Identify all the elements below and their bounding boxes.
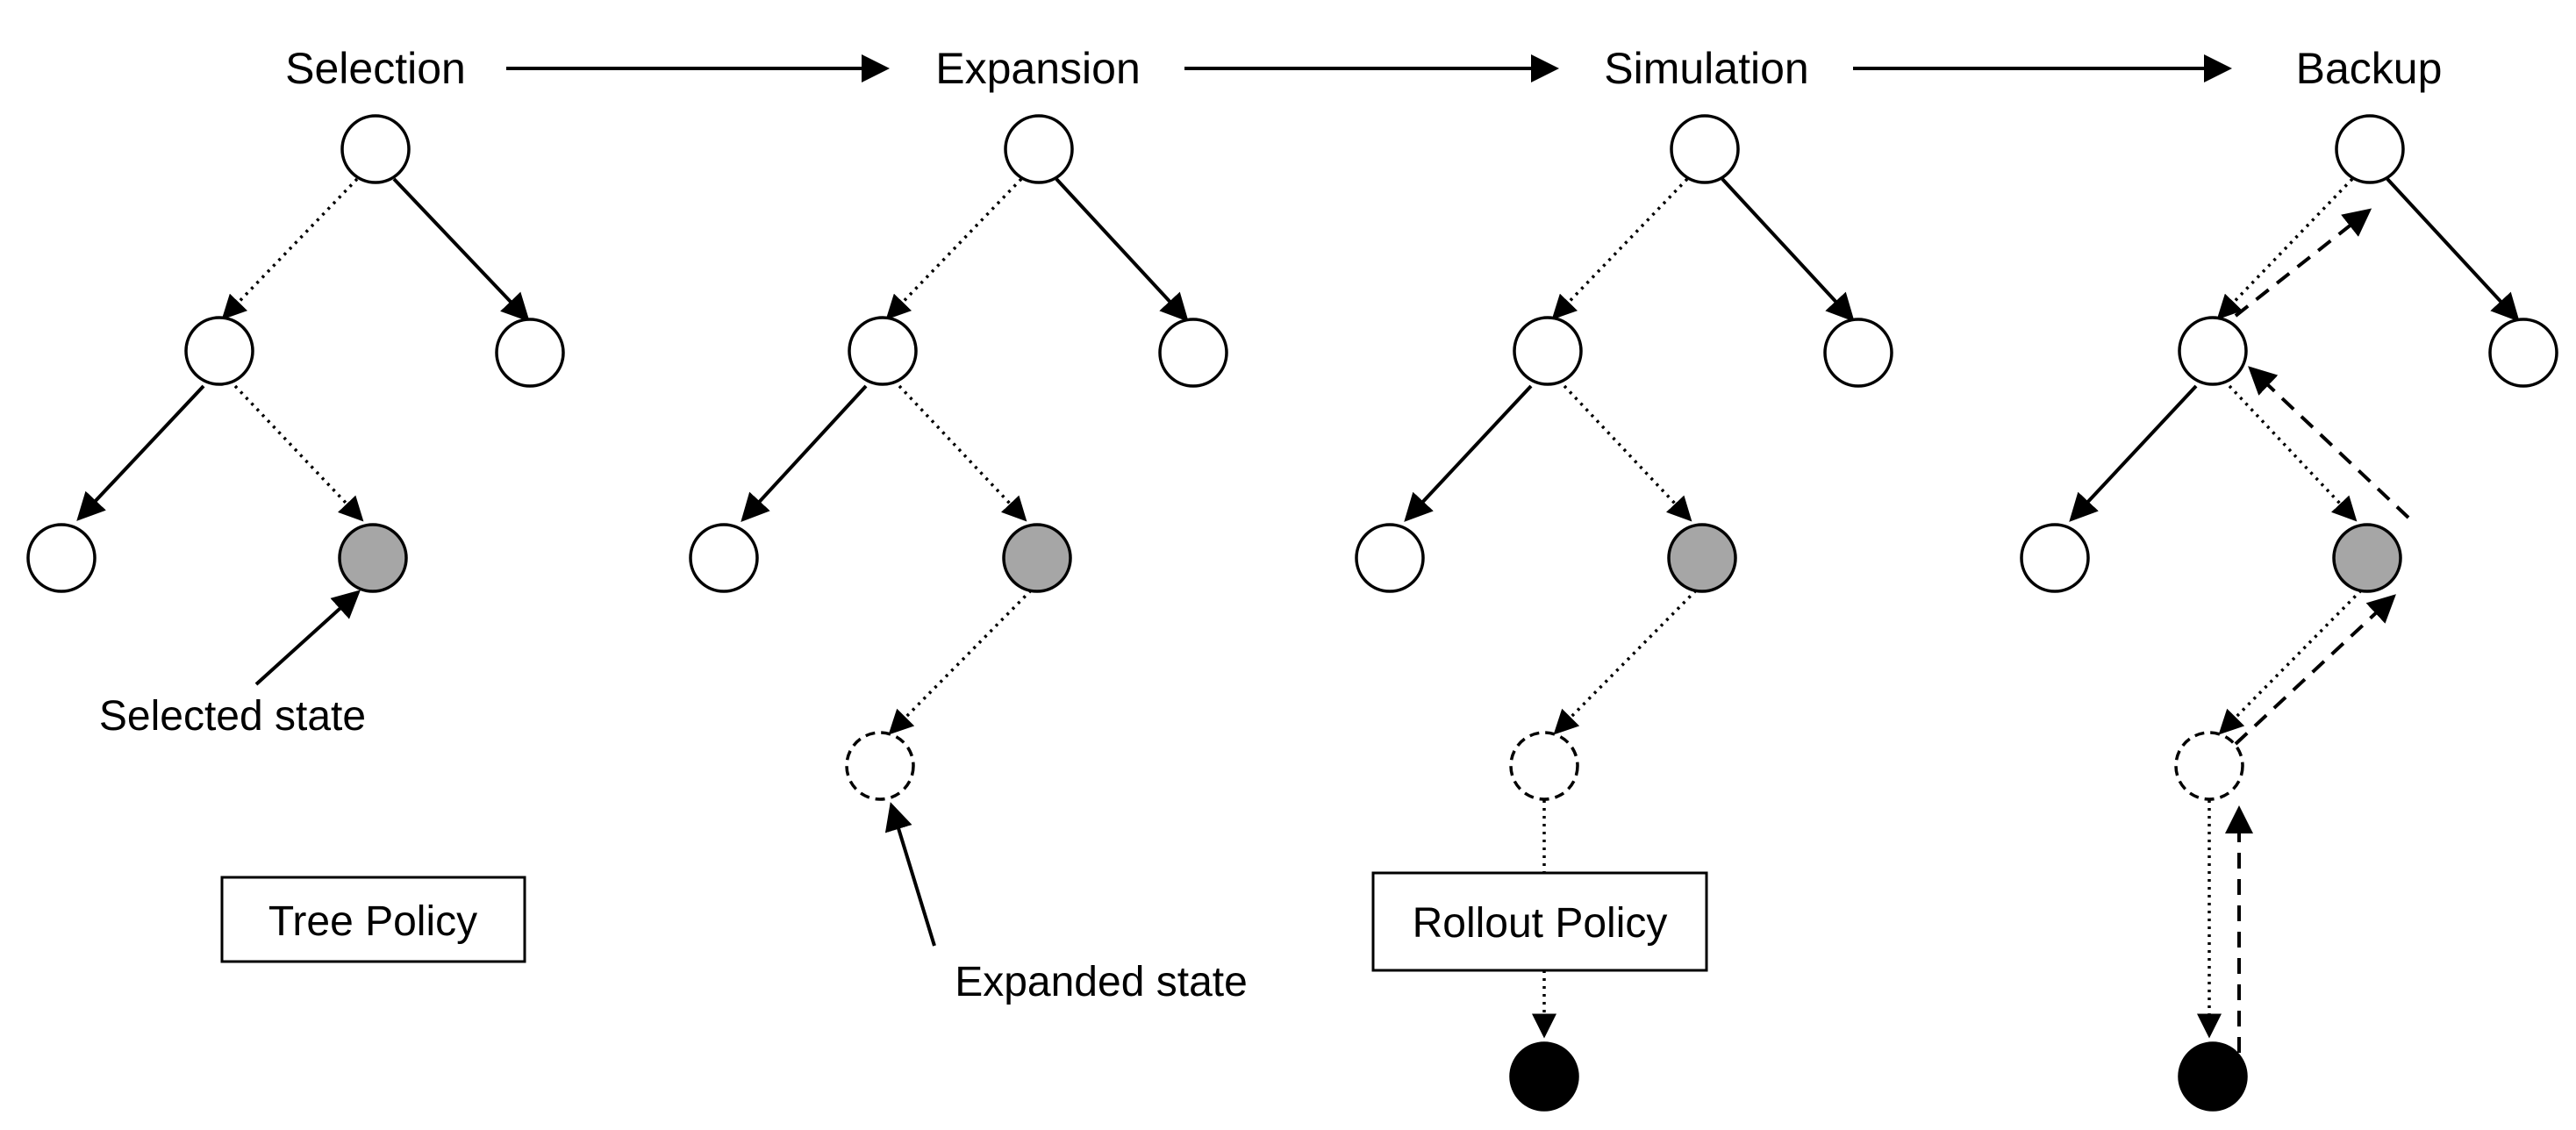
tree-edge: [1721, 177, 1855, 322]
backup-arrow: [2234, 594, 2396, 746]
tree-node-root: [2335, 114, 2405, 184]
stage-title-simulation: Simulation: [1604, 44, 1808, 93]
expanded-state-label: Expanded state: [955, 959, 1248, 1005]
tree-edge: [1551, 177, 1689, 320]
selected-state-node: [1667, 523, 1737, 593]
tree-edge: [392, 177, 530, 322]
tree-edge: [885, 177, 1023, 320]
selected-state-node: [338, 523, 408, 593]
backup-arrow: [2248, 366, 2410, 519]
tree-simulation: Rollout Policy: [1355, 114, 1893, 1112]
stage-title-backup: Backup: [2296, 44, 2443, 93]
tree-edge: [2228, 384, 2358, 522]
tree-node-root: [1004, 114, 1074, 184]
terminal-state-node: [2178, 1041, 2248, 1112]
tree-edge: [1563, 384, 1692, 522]
tree-edge: [76, 384, 205, 521]
expanded-state-node: [2174, 731, 2244, 801]
tree-node: [689, 523, 759, 593]
tree-edge: [2386, 177, 2520, 322]
tree-edge: [1553, 589, 1698, 735]
tree-edge: [1055, 177, 1189, 322]
expanded-state-node: [845, 731, 915, 801]
stage-title-expansion: Expansion: [935, 44, 1141, 93]
tree-edge: [221, 177, 359, 320]
tree-node: [2178, 316, 2248, 386]
tree-edge: [888, 589, 1033, 735]
tree-node: [2020, 523, 2090, 593]
tree-selection: Selected state Tree Policy: [26, 114, 565, 963]
tree-node: [1355, 523, 1425, 593]
tree-edge: [2218, 589, 2363, 735]
tree-policy-box: [220, 876, 526, 963]
tree-node: [2488, 318, 2558, 388]
selected-state-label: Selected state: [99, 693, 366, 740]
tree-node: [26, 523, 97, 593]
selected-state-node: [2332, 523, 2402, 593]
rollout-policy-box: [1371, 871, 1708, 972]
tree-node-root: [340, 114, 411, 184]
expanded-state-pointer: [884, 802, 936, 947]
tree-policy-label: Tree Policy: [268, 898, 477, 945]
backup-arrow: [2234, 208, 2372, 318]
tree-expansion: Expanded state: [689, 114, 1248, 1005]
terminal-state-node: [1509, 1041, 1579, 1112]
selected-state-pointer: [254, 590, 361, 686]
selected-state-node: [1002, 523, 1072, 593]
tree-node: [1513, 316, 1583, 386]
rollout-policy-label: Rollout Policy: [1413, 900, 1668, 947]
tree-edge: [741, 384, 868, 522]
tree-node: [848, 316, 918, 386]
tree-node-root: [1670, 114, 1740, 184]
stage-title-selection: Selection: [285, 44, 466, 93]
tree-node: [184, 316, 254, 386]
tree-backup: [2020, 114, 2558, 1112]
tree-edge: [1404, 384, 1533, 522]
expanded-state-node: [1509, 731, 1579, 801]
tree-node: [495, 318, 565, 388]
tree-edge: [2216, 177, 2354, 320]
tree-node: [1823, 318, 1893, 388]
tree-edge: [898, 384, 1027, 522]
tree-edge: [233, 384, 364, 522]
tree-node: [1158, 318, 1228, 388]
tree-edge: [2069, 384, 2198, 522]
